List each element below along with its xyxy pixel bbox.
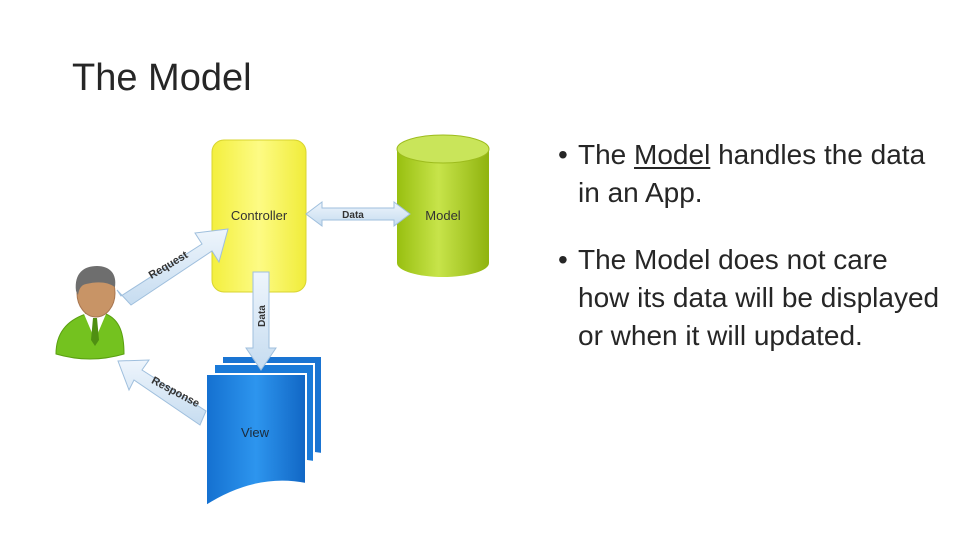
bullet-item: The Model does not care how its data wil… [556, 241, 946, 355]
data-label-horizontal: Data [342, 210, 364, 221]
slide-title: The Model [72, 57, 252, 99]
bullet-text: The Model does not care how its data wil… [578, 244, 940, 352]
database-icon: Model [396, 134, 490, 277]
controller-label: Controller [231, 208, 288, 223]
user-icon [55, 266, 125, 360]
controller-box: Controller [211, 139, 307, 293]
bullet-item: The Model handles the data in an App. [556, 136, 946, 212]
bullet-list: The Model handles the data in an App. Th… [556, 136, 946, 355]
view-label: View [241, 425, 270, 440]
document-stack-icon: View [205, 355, 323, 508]
model-keyword-link: Model [634, 139, 711, 170]
model-label: Model [425, 208, 461, 223]
data-double-arrow: Data [305, 201, 411, 227]
bullet-text-post: handles the data in an App. [578, 139, 926, 209]
data-vertical-arrow: Data [245, 271, 277, 371]
response-arrow: Response [117, 359, 207, 426]
bullet-text-pre: The [578, 139, 635, 170]
request-arrow: Request [116, 228, 229, 306]
data-label-vertical: Data [257, 305, 268, 327]
